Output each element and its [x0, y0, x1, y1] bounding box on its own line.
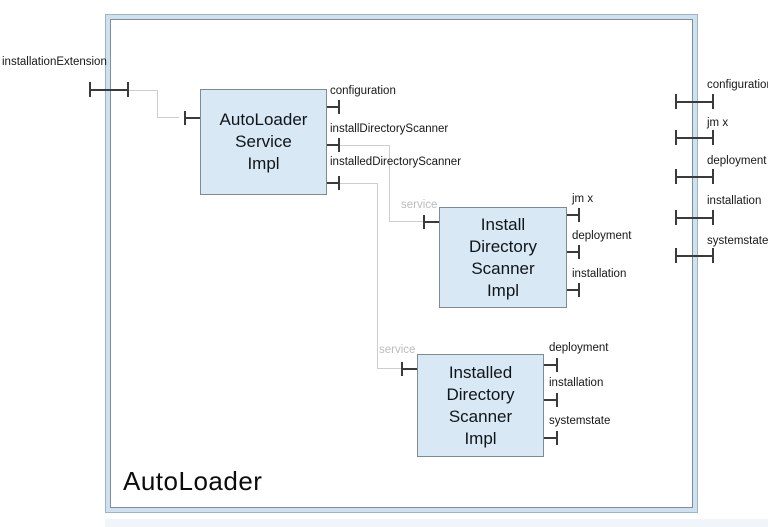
- component-label-line: Service: [235, 132, 292, 151]
- port-frame-jmx-line: [675, 137, 713, 139]
- label-deployment-installed: deployment: [549, 342, 609, 354]
- component-label-line: Impl: [464, 428, 497, 448]
- wire-installationExtension-2: [157, 90, 158, 118]
- label-service-installed: service: [379, 344, 416, 356]
- port-frame-installation-tick-left[interactable]: [675, 210, 677, 225]
- socket-line-autoloader-service: [184, 117, 200, 119]
- component-autoloader-service-impl[interactable]: AutoLoader Service Impl: [200, 89, 327, 195]
- wire-installationExtension-1: [129, 90, 157, 91]
- label-installation-install: installation: [572, 268, 627, 280]
- port-installationExtension-line: [89, 89, 129, 91]
- port-installationExtension-tick-right[interactable]: [127, 82, 129, 97]
- port-installation-install-tick[interactable]: [578, 283, 580, 297]
- component-install-directory-scanner-impl[interactable]: Install Directory Scanner Impl: [439, 207, 567, 308]
- port-installedDirectoryScanner-line: [327, 182, 339, 184]
- port-installDirectoryScanner-line: [327, 144, 339, 146]
- label-jmx-install: jm x: [572, 193, 594, 205]
- port-service-installed-line: [401, 368, 417, 370]
- autoloader-frame-inner: [110, 19, 693, 508]
- port-service-install-line: [423, 221, 439, 223]
- label-installDirectoryScanner: installDirectoryScanner: [330, 123, 449, 135]
- port-frame-jmx-tick-right[interactable]: [712, 130, 714, 145]
- window-edge-artifact: [105, 519, 768, 527]
- label-deployment-install: deployment: [572, 230, 632, 242]
- port-installation-installed-line: [544, 399, 556, 401]
- port-frame-jmx-tick-left[interactable]: [675, 130, 677, 145]
- wire-installedDirectoryScanner-2: [377, 183, 378, 369]
- port-configuration-line: [327, 106, 339, 108]
- port-configuration-tick[interactable]: [338, 100, 340, 114]
- port-jmx-install-tick[interactable]: [578, 208, 580, 222]
- label-installedDirectoryScanner: installedDirectoryScanner: [330, 156, 462, 168]
- label-service-install: service: [401, 199, 438, 211]
- port-frame-deployment-line: [675, 176, 713, 178]
- autoloader-frame[interactable]: [105, 14, 698, 513]
- port-frame-configuration-line: [675, 101, 713, 103]
- component-label-line: Directory: [468, 236, 537, 256]
- port-frame-configuration-tick-right[interactable]: [712, 94, 714, 109]
- wire-installationExtension-3: [157, 117, 179, 118]
- port-deployment-install-tick[interactable]: [578, 245, 580, 259]
- label-frame-configuration: configuration: [707, 79, 768, 91]
- component-label-line: Directory: [446, 384, 515, 404]
- frame-title: AutoLoader: [123, 466, 263, 496]
- port-frame-deployment-tick-left[interactable]: [675, 169, 677, 184]
- port-installation-install-line: [567, 289, 579, 291]
- port-installedDirectoryScanner-tick[interactable]: [338, 176, 340, 190]
- label-systemstate-installed: systemstate: [549, 415, 611, 427]
- component-installed-directory-scanner-impl[interactable]: Installed Directory Scanner Impl: [417, 354, 544, 457]
- wire-installDirectoryScanner-3: [389, 221, 424, 222]
- label-installation-installed: installation: [549, 377, 604, 389]
- component-label-line: Scanner: [471, 258, 535, 278]
- component-label-line: Installed: [448, 362, 513, 382]
- port-deployment-install-line: [567, 251, 579, 253]
- port-systemstate-installed-tick[interactable]: [556, 431, 558, 445]
- port-deployment-installed-line: [544, 364, 556, 366]
- port-installation-installed-tick[interactable]: [556, 393, 558, 407]
- port-frame-systemstate-tick-right[interactable]: [712, 248, 714, 263]
- port-jmx-install-line: [567, 214, 579, 216]
- label-frame-installation: installation: [707, 195, 762, 207]
- label-frame-deployment: deployment: [707, 155, 767, 167]
- label-frame-jmx: jm x: [707, 117, 729, 129]
- port-frame-installation-line: [675, 217, 713, 219]
- component-label-line: Impl: [247, 154, 280, 173]
- port-frame-deployment-tick-right[interactable]: [712, 169, 714, 184]
- port-frame-configuration-tick-left[interactable]: [675, 94, 677, 109]
- port-deployment-installed-tick[interactable]: [556, 358, 558, 372]
- port-frame-installation-tick-right[interactable]: [712, 210, 714, 225]
- wire-installDirectoryScanner-1: [340, 145, 389, 146]
- component-label-line: Scanner: [448, 406, 513, 426]
- wire-installedDirectoryScanner-1: [340, 183, 377, 184]
- label-configuration: configuration: [330, 85, 396, 97]
- component-label-line: Install: [480, 214, 526, 234]
- label-installationExtension: installationExtension: [2, 56, 107, 68]
- wire-installedDirectoryScanner-3: [377, 368, 402, 369]
- component-label-line: AutoLoader: [219, 110, 308, 129]
- port-installationExtension-tick-left[interactable]: [89, 82, 91, 97]
- label-frame-systemstate: systemstate: [707, 235, 768, 247]
- port-frame-systemstate-tick-left[interactable]: [675, 248, 677, 263]
- wire-installDirectoryScanner-2: [389, 145, 390, 222]
- port-frame-systemstate-line: [675, 255, 713, 257]
- port-installDirectoryScanner-tick[interactable]: [338, 138, 340, 152]
- port-systemstate-installed-line: [544, 437, 556, 439]
- component-label-line: Impl: [486, 280, 520, 300]
